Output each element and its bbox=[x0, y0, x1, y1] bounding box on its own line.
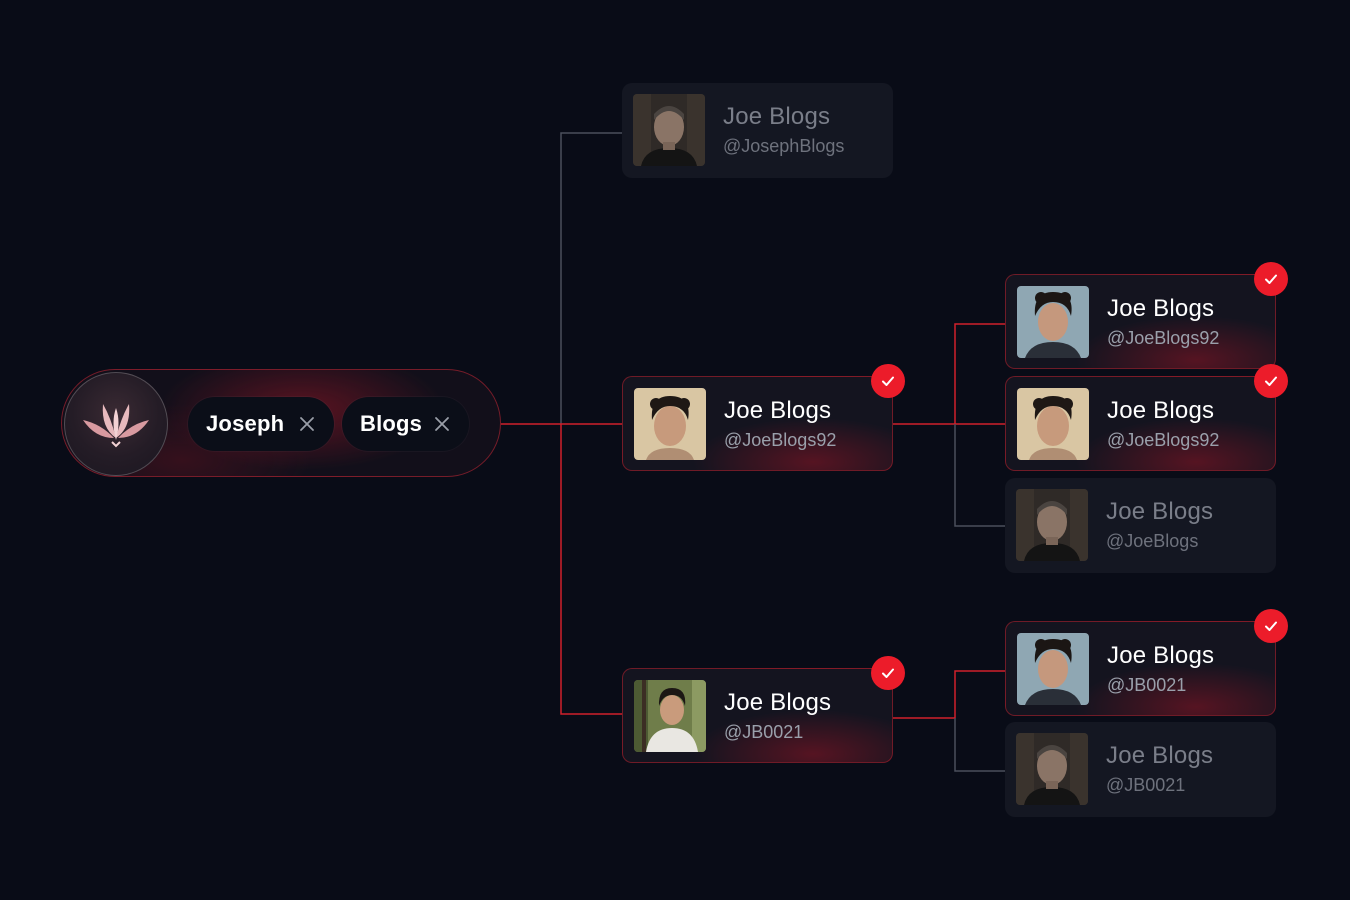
profile-name: Joe Blogs bbox=[1106, 498, 1214, 525]
profile-handle: @JoeBlogs bbox=[1106, 531, 1199, 551]
profile-name: Joe Blogs bbox=[1107, 295, 1215, 322]
avatar bbox=[633, 94, 705, 166]
logo bbox=[64, 372, 168, 476]
profile-card-joeblogs[interactable]: Joe Blogs @JoeBlogs bbox=[1005, 478, 1276, 573]
profile-handle: @JB0021 bbox=[1106, 775, 1186, 795]
verified-check-icon bbox=[871, 364, 905, 398]
verified-check-icon bbox=[871, 656, 905, 690]
search-bar[interactable]: Joseph Blogs bbox=[61, 369, 501, 477]
connector-mid-up bbox=[954, 323, 1006, 424]
connector-mid-down bbox=[954, 424, 1006, 527]
avatar bbox=[1017, 286, 1089, 358]
profile-name: Joe Blogs bbox=[724, 397, 832, 424]
profile-name: Joe Blogs bbox=[724, 689, 832, 716]
connector-bottom-down bbox=[954, 718, 1006, 772]
avatar bbox=[1016, 733, 1088, 805]
profile-card-joeblogs92-b[interactable]: Joe Blogs @JoeBlogs92 bbox=[1005, 364, 1288, 471]
profile-card-jb0021-b[interactable]: Joe Blogs @JB0021 bbox=[1005, 722, 1276, 817]
search-chip-joseph: Joseph bbox=[188, 397, 334, 451]
profile-handle: @JoeBlogs92 bbox=[1107, 430, 1220, 450]
verified-check-icon bbox=[1254, 262, 1288, 296]
chip-label: Joseph bbox=[206, 411, 285, 436]
profile-card-josephblogs[interactable]: Joe Blogs @JosephBlogs bbox=[622, 83, 893, 178]
avatar bbox=[1017, 633, 1089, 705]
avatar bbox=[1017, 388, 1089, 460]
connector-bottom-result bbox=[560, 424, 622, 715]
profile-handle: @JoeBlogs92 bbox=[724, 430, 837, 450]
profile-handle: @JoeBlogs92 bbox=[1107, 328, 1220, 348]
close-icon[interactable] bbox=[298, 415, 316, 433]
profile-card-joeblogs92-a[interactable]: Joe Blogs @JoeBlogs92 bbox=[1005, 262, 1288, 369]
close-icon[interactable] bbox=[433, 415, 451, 433]
profile-name: Joe Blogs bbox=[1107, 397, 1215, 424]
profile-name: Joe Blogs bbox=[1107, 642, 1215, 669]
profile-name: Joe Blogs bbox=[1106, 742, 1214, 769]
profile-handle: @JosephBlogs bbox=[723, 136, 845, 156]
lotus-logo-icon bbox=[83, 404, 149, 448]
profile-card-jb0021[interactable]: Joe Blogs @JB0021 bbox=[622, 656, 905, 763]
profile-handle: @JB0021 bbox=[1107, 675, 1187, 695]
connector-bottom-out bbox=[878, 670, 1006, 719]
avatar bbox=[634, 680, 706, 752]
avatar bbox=[634, 388, 706, 460]
connector-top-result bbox=[560, 132, 622, 424]
verified-check-icon bbox=[1254, 364, 1288, 398]
avatar bbox=[1016, 489, 1088, 561]
verified-check-icon bbox=[1254, 609, 1288, 643]
profile-card-joeblogs92[interactable]: Joe Blogs @JoeBlogs92 bbox=[622, 364, 905, 471]
search-chip-blogs: Blogs bbox=[342, 397, 469, 451]
profile-handle: @JB0021 bbox=[724, 722, 804, 742]
chip-label: Blogs bbox=[360, 411, 423, 436]
profile-name: Joe Blogs bbox=[723, 103, 831, 130]
profile-card-jb0021-a[interactable]: Joe Blogs @JB0021 bbox=[1005, 609, 1288, 716]
